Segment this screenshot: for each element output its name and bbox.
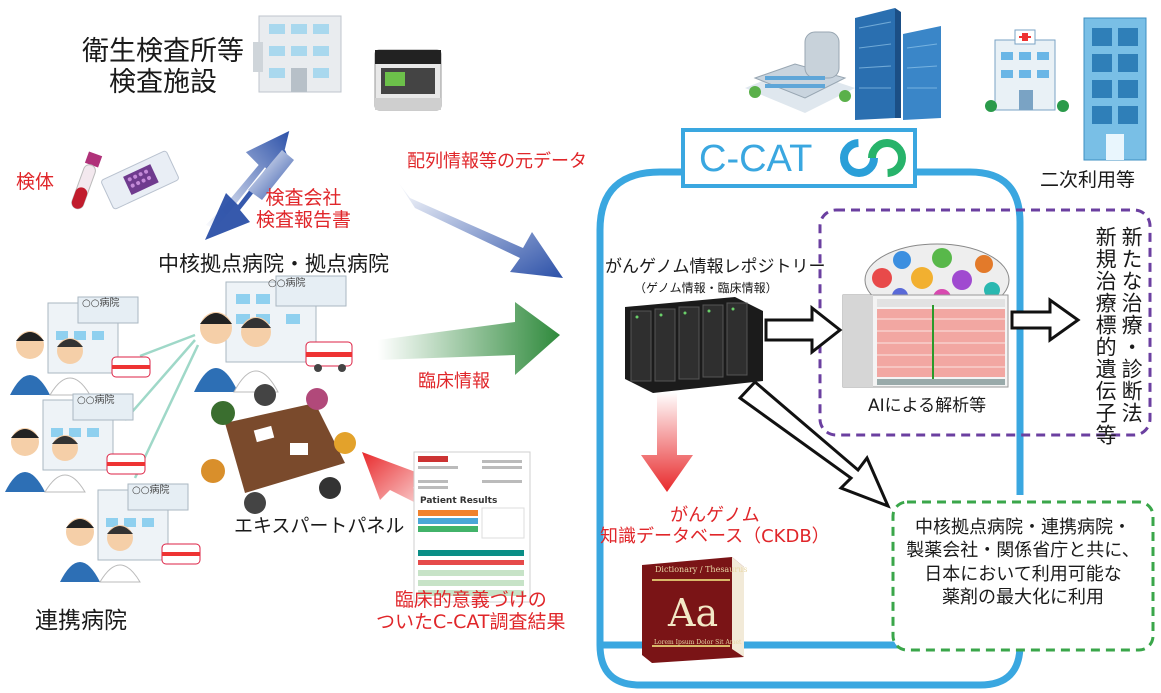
skyscraper-icon	[855, 8, 941, 120]
label-expert-panel: エキスパートパネル	[234, 515, 405, 537]
label-clinical-info: 臨床情報	[418, 371, 490, 392]
lab-building-icon	[253, 15, 342, 93]
campus-building-icon	[745, 31, 855, 113]
arrow-to-ckdb	[641, 392, 693, 492]
genome-browser-icon	[842, 294, 1009, 388]
dictionary-book-icon	[642, 557, 744, 663]
arrow-to-treatment	[1010, 297, 1081, 343]
label-ai-analysis: AIによる解析等	[868, 396, 987, 416]
hospital-sign: ○○病院	[132, 485, 170, 496]
label-core-hospital: 中核拠点病院・拠点病院	[158, 252, 389, 276]
hospital-doctor-icon	[10, 296, 151, 396]
report-document-icon	[413, 451, 531, 603]
report-header: Patient Results	[420, 496, 498, 506]
label-sequence-data: 配列情報等の元データ	[407, 151, 587, 172]
label-secondary-use: 二次利用等	[1040, 169, 1136, 191]
utilization-box	[891, 500, 1155, 652]
label-ckdb: がんゲノム 知識データベース（CKDB）	[600, 505, 830, 547]
ccat-title: C-CAT	[699, 138, 813, 180]
test-kit-icon	[101, 150, 179, 210]
label-ccat-result: 臨床的意義づけの ついたC-CAT調査結果	[376, 589, 566, 633]
label-specimen: 検体	[16, 171, 55, 193]
server-rack-icon	[625, 297, 763, 393]
meeting-table-icon	[201, 384, 356, 514]
hospital-building-icon	[985, 29, 1069, 112]
arrow-to-ai	[764, 304, 843, 356]
dictionary-big: Aa	[668, 591, 719, 635]
hospital-sign: ○○病院	[268, 278, 306, 289]
hospital-doctor-icon	[194, 275, 353, 393]
office-building-icon	[1083, 17, 1147, 161]
label-repository: がんゲノム情報レポジトリー	[605, 257, 826, 277]
dictionary-title: Dictionary / Thesaurus	[655, 565, 748, 574]
dictionary-small: Lorem Ipsum Dolor Sit Amet	[654, 639, 742, 646]
ccat-logo-icon	[840, 139, 906, 177]
hospital-sign: ○○病院	[77, 395, 115, 406]
label-utilization: 中核拠点病院・連携病院・ 製薬会社・関係省庁と共に、 日本において利用可能な 薬…	[906, 517, 1140, 609]
sequencer-icon	[374, 49, 442, 111]
label-lab-report: 検査会社 検査報告書	[256, 187, 352, 231]
arrow-sequence-data	[398, 182, 563, 278]
specimen-tube-icon	[71, 151, 103, 210]
arrow-clinical-info	[378, 302, 560, 375]
arrow-to-utilization	[737, 379, 891, 509]
hospital-doctor-icon	[60, 483, 201, 583]
label-inspection-facility: 衛生検査所等 検査施設	[82, 36, 244, 99]
hospital-doctor-icon	[5, 393, 146, 493]
label-new-treatment-col1: 新たな治療・診断法	[1119, 226, 1144, 424]
hospital-sign: ○○病院	[82, 298, 120, 309]
ccat-frame	[596, 168, 1024, 689]
label-cooperating-hospital: 連携病院	[35, 608, 127, 634]
label-repository-sub: （ゲノム情報・臨床情報）	[634, 281, 778, 295]
ccat-badge: C-CAT	[681, 128, 917, 188]
label-new-treatment-col2: 新規治療標的遺伝子等	[1093, 226, 1118, 446]
